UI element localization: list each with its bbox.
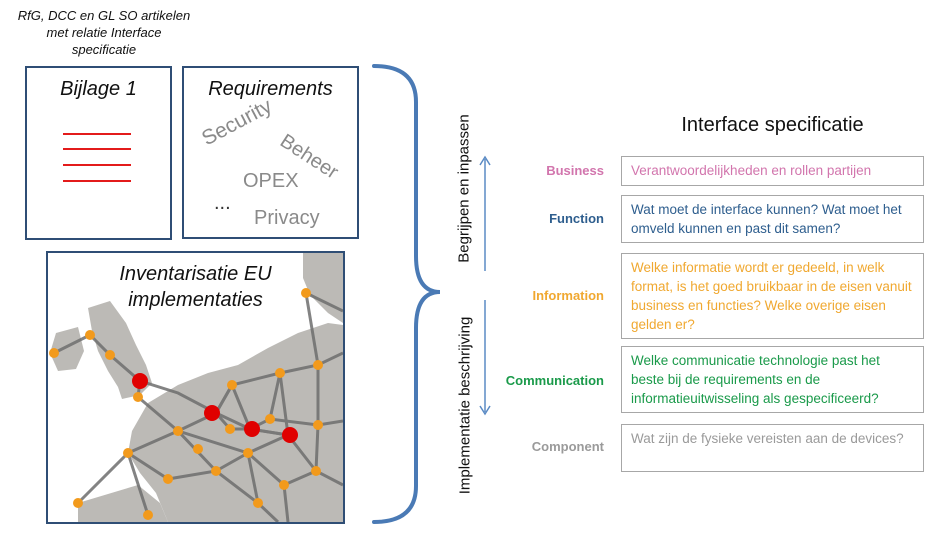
layer-label-function: Function [549, 211, 604, 226]
document-line-3 [63, 164, 131, 166]
inventarisatie-title-line-1: Inventarisatie EU [119, 263, 272, 285]
arrow-down-icon [479, 300, 491, 416]
requirement-more: ... [214, 192, 231, 214]
layer-label-component: Component [531, 439, 604, 454]
bijlage-box: Bijlage 1 [25, 66, 172, 240]
spec-title: Interface specificatie [681, 114, 864, 136]
source-note-line-2: met relatie Interface [46, 25, 162, 40]
arrow-up-icon [479, 155, 491, 271]
side-label-begrijpen: Begrijpen en inpassen [455, 114, 473, 263]
europe-grid-map [49, 253, 343, 522]
document-line-2 [63, 148, 131, 150]
layer-label-communication: Communication [505, 373, 604, 388]
bijlage-title: Bijlage 1 [60, 78, 137, 100]
inventarisatie-box: Inventarisatie EU implementaties [46, 251, 345, 524]
layer-box-business: Verantwoordelijkheden en rollen partijen [621, 156, 924, 186]
grid-nodes [49, 288, 323, 520]
document-line-4 [63, 180, 131, 182]
layer-label-business: Business [546, 163, 604, 178]
source-note-line-1: RfG, DCC en GL SO artikelen [17, 8, 191, 23]
inventarisatie-title: Inventarisatie EU implementaties [48, 261, 343, 313]
requirement-opex: OPEX [243, 170, 299, 192]
layer-box-information: Welke informatie wordt er gedeeld, in we… [621, 253, 924, 339]
requirements-title: Requirements [208, 78, 333, 100]
inventarisatie-title-line-2: implementaties [128, 289, 263, 311]
ireland-landmass [50, 327, 84, 371]
requirement-privacy: Privacy [254, 207, 320, 229]
source-note: RfG, DCC en GL SO artikelen met relatie … [10, 7, 198, 58]
document-line-1 [63, 133, 131, 135]
source-note-line-3: specificatie [71, 42, 137, 57]
requirements-box: Requirements [182, 66, 359, 239]
side-label-implementatie: Implementatie beschrijving [456, 316, 474, 495]
layer-box-function: Wat moet de interface kunnen? Wat moet h… [621, 195, 924, 243]
curly-brace [372, 64, 440, 524]
layer-box-component: Wat zijn de fysieke vereisten aan de dev… [621, 424, 924, 472]
layer-box-communication: Welke communicatie technologie past het … [621, 346, 924, 413]
layer-label-information: Information [532, 288, 605, 303]
highlighted-nodes [132, 373, 298, 443]
